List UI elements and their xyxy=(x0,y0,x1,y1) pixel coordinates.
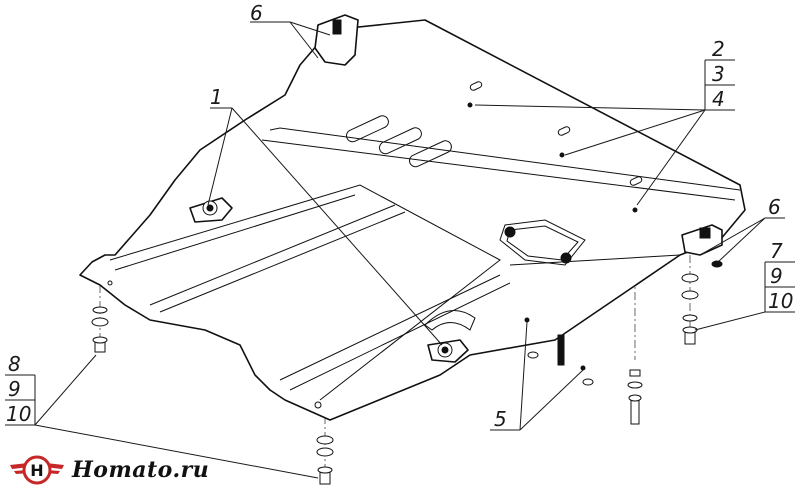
svg-text:H: H xyxy=(30,461,43,480)
callout-labels: 6 1 2 3 4 6 7 9 10 5 8 9 10 xyxy=(6,1,793,431)
callout-8: 8 xyxy=(8,352,21,376)
winged-h-logo-icon: H xyxy=(10,455,64,485)
callout-6-top: 6 xyxy=(250,1,263,25)
callout-4: 4 xyxy=(712,87,725,111)
callout-6-right: 6 xyxy=(768,195,781,219)
callout-9-right: 9 xyxy=(770,264,783,288)
callout-5: 5 xyxy=(494,407,507,431)
brand-logo[interactable]: H Homato.ru xyxy=(8,450,209,490)
leader-lines xyxy=(5,21,795,479)
callout-9-left: 9 xyxy=(8,377,21,401)
callout-3: 3 xyxy=(712,62,725,86)
callout-2: 2 xyxy=(712,37,725,61)
callout-10-left: 10 xyxy=(6,402,31,426)
hardware-bolts xyxy=(91,102,723,485)
callout-10-right: 10 xyxy=(768,289,793,313)
brand-name: Homato.ru xyxy=(72,457,210,483)
callout-1: 1 xyxy=(210,85,223,109)
callout-7: 7 xyxy=(770,239,783,263)
skid-plate xyxy=(79,14,746,421)
